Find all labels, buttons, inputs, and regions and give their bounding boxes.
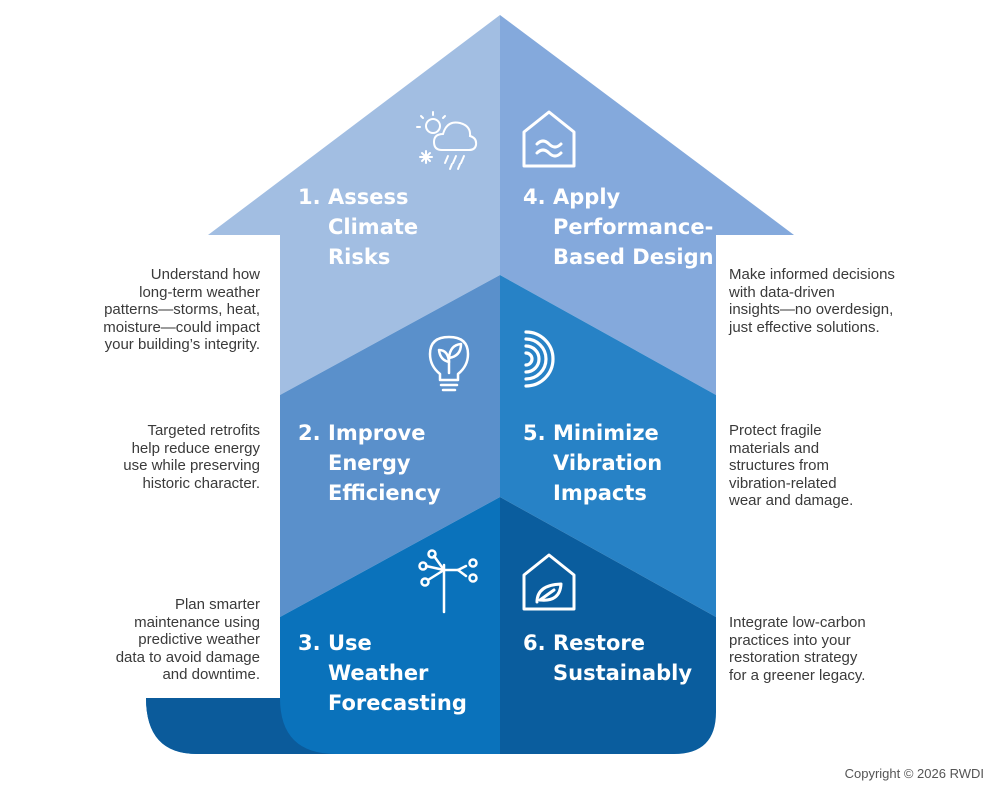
step-4-line: Performance- (553, 215, 714, 239)
step-6-line: Restore (553, 631, 645, 655)
step-5-line: Vibration (553, 451, 663, 475)
step-4-line: Based Design (553, 245, 714, 269)
step-4-line: Apply (553, 185, 621, 209)
step-1-line: Risks (328, 245, 391, 269)
step-1-line: Climate (328, 215, 419, 239)
weather-cloud-sun-icon (416, 111, 478, 170)
house-leaf-icon (522, 553, 576, 611)
base-curl (146, 698, 336, 754)
step-3-description: Plan smarter maintenance using predictiv… (115, 596, 260, 683)
step-6-line: Sustainably (553, 661, 693, 685)
vibration-waves-icon (524, 330, 555, 388)
step-2-line: Energy (328, 451, 411, 475)
step-2-line: Improve (328, 421, 426, 445)
house-wave-icon (522, 110, 576, 168)
step-3-line: Forecasting (328, 691, 467, 715)
step-5-line: Minimize (553, 421, 659, 445)
step-5-description: Protect fragile materials and structures… (729, 422, 854, 509)
step-1-description: Understand how long-term weather pattern… (103, 266, 260, 353)
step-4-description: Make informed decisions with data-driven… (729, 266, 895, 336)
wind-vane-icon (418, 549, 478, 614)
step-6-description: Integrate low-carbon practices into your… (729, 614, 866, 684)
step-3-line: Use (328, 631, 372, 655)
step-5-line: Impacts (553, 481, 647, 505)
copyright-notice: Copyright © 2026 RWDI (844, 766, 984, 781)
lightbulb-leaf-icon (428, 335, 470, 392)
step-1-line: Assess (328, 185, 409, 209)
step-3-line: Weather (328, 661, 429, 685)
step-2-line: Efficiency (328, 481, 441, 505)
step-2-description: Targeted retrofits help reduce energy us… (123, 422, 260, 492)
